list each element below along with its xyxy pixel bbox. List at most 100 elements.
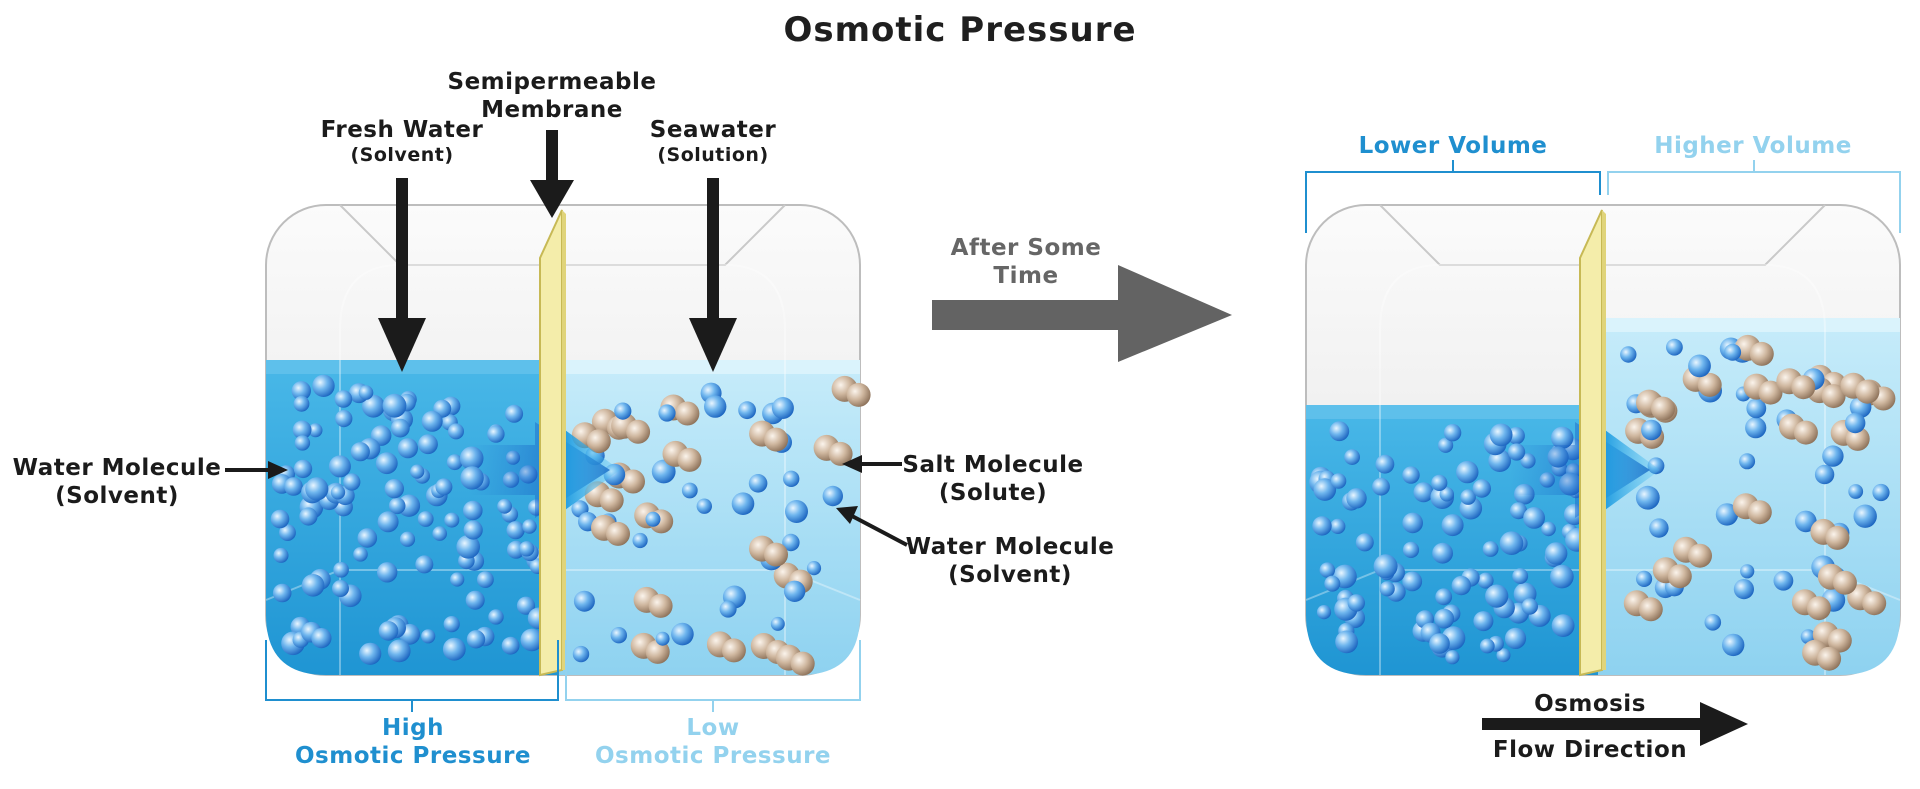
water-molecule: [292, 420, 312, 440]
water-molecule: [1329, 421, 1350, 442]
water-molecule: [432, 526, 448, 541]
water-molecule: [1496, 648, 1511, 663]
water-molecule: [312, 374, 335, 397]
water-molecule: [1347, 594, 1366, 612]
water-molecule: [572, 645, 590, 663]
water-molecule: [488, 609, 504, 625]
water-molecule: [651, 459, 676, 484]
water-molecule: [1745, 417, 1767, 439]
salt-molecule: [648, 593, 673, 618]
water-molecule: [822, 485, 843, 507]
left-tank: [265, 204, 871, 677]
water-molecule: [450, 572, 465, 587]
water-molecule: [771, 397, 794, 419]
high-pressure-text-line2: Osmotic Pressure: [294, 743, 532, 770]
water-molecule: [497, 498, 512, 514]
seawater-arrow-head: [689, 318, 737, 372]
water-molecule: [1443, 424, 1462, 442]
osmosis-arrow-head: [1700, 702, 1748, 746]
water-molecule: [1704, 614, 1722, 631]
water-molecule: [1523, 507, 1545, 529]
water-molecule: [463, 520, 483, 540]
water-molecule: [1439, 487, 1455, 502]
water-molecule: [1456, 460, 1479, 484]
water-molecule: [1489, 423, 1513, 447]
salt-molecule: [790, 651, 815, 676]
water-molecule: [738, 401, 756, 420]
water-molecule: [487, 425, 505, 443]
salt-molecule: [721, 638, 746, 663]
water-molecule: [272, 583, 292, 603]
osmosis-label: Osmosis: [1534, 691, 1646, 717]
water-molecule: [1845, 412, 1866, 434]
water-molecule: [421, 629, 436, 644]
water-molecule: [1438, 437, 1454, 453]
water-molecule: [477, 571, 494, 588]
water-molecule: [1550, 564, 1574, 589]
osmosis-flow-arrow: [1482, 702, 1748, 746]
salt-molecule-subtext: (Solute): [938, 480, 1048, 507]
water-molecule-right-label: Water Molecule (Solvent): [905, 533, 1115, 589]
water-molecule: [1510, 502, 1527, 520]
water-molecule: [1330, 518, 1346, 535]
water-molecule: [658, 404, 676, 422]
water-molecule: [417, 511, 434, 527]
water-molecule: [1814, 464, 1835, 485]
lower-volume-label: Lower Volume: [1358, 133, 1548, 159]
water-molecule: [1434, 608, 1455, 629]
water-molecule: [1324, 575, 1341, 592]
salt-molecule: [1638, 597, 1663, 622]
salt-molecule-pointer-head: [842, 455, 862, 473]
water-molecule: [358, 385, 374, 400]
right-tank: [1305, 204, 1901, 677]
water-molecule: [731, 492, 755, 515]
water-molecule: [1853, 504, 1877, 528]
water-molecule: [1641, 419, 1662, 441]
water-molecule: [522, 519, 537, 534]
water-molecule: [343, 473, 361, 491]
salt-molecule: [1758, 380, 1783, 405]
water-molecule: [519, 541, 535, 557]
water-molecule-left-pointer-head: [268, 461, 288, 479]
water-molecule-right-pointer: [851, 514, 908, 547]
water-molecule: [284, 477, 303, 496]
water-molecule: [301, 574, 325, 597]
water-molecule-left-text: Water Molecule: [12, 455, 222, 481]
water-molecule: [362, 394, 385, 418]
salt-molecule: [764, 427, 789, 452]
water-molecule: [1355, 533, 1374, 552]
water-molecule: [390, 418, 410, 438]
water-molecule: [1485, 584, 1509, 608]
water-molecule: [1431, 474, 1448, 491]
salt-molecule: [1855, 379, 1880, 404]
water-molecule: [655, 631, 670, 646]
water-molecule: [1477, 572, 1494, 589]
salt-molecule: [1667, 564, 1692, 589]
salt-molecule: [645, 639, 670, 664]
low-pressure-label: Low Osmotic Pressure: [592, 714, 834, 770]
water-molecule: [1402, 466, 1420, 484]
water-molecule: [1435, 588, 1453, 606]
water-molecule: [506, 521, 525, 540]
water-molecule: [397, 438, 418, 459]
seawater-label: Seawater (Solution): [630, 116, 796, 167]
higher-volume-label: Higher Volume: [1654, 133, 1852, 159]
fresh-water-label: Fresh Water (Solvent): [310, 116, 494, 167]
water-molecule: [516, 596, 536, 615]
water-molecule: [291, 381, 311, 401]
water-molecule: [1344, 449, 1360, 465]
water-molecule: [273, 547, 289, 563]
water-molecule: [335, 410, 353, 428]
water-molecule: [308, 423, 323, 438]
high-pressure-label: High Osmotic Pressure: [292, 714, 534, 770]
water-molecule: [1545, 542, 1568, 565]
water-molecule: [1512, 568, 1529, 584]
water-molecule: [350, 442, 370, 462]
salt-molecule: [626, 419, 651, 444]
water-molecule: [782, 533, 800, 552]
salt-molecule: [1806, 596, 1831, 621]
water-molecule: [1724, 343, 1742, 361]
water-molecule: [1346, 488, 1367, 509]
water-molecule: [1451, 575, 1472, 596]
